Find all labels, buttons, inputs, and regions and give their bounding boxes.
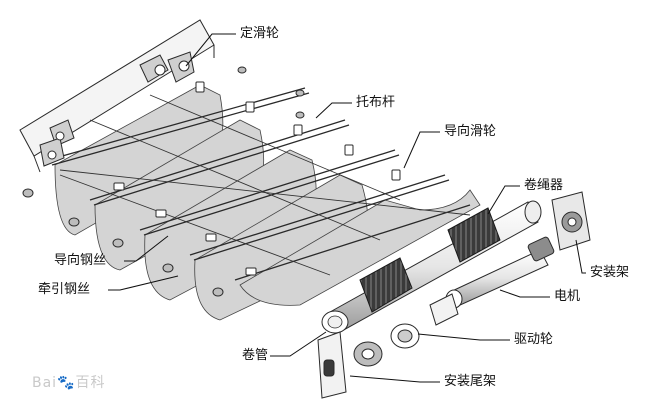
rope-winders	[359, 207, 501, 313]
label-guide-wire: 导向钢丝	[54, 253, 107, 268]
steel-wires	[59, 94, 471, 276]
label-mounting-bracket: 安装架	[590, 265, 630, 280]
label-traction-wire: 牵引钢丝	[38, 282, 91, 297]
end-caps	[22, 66, 305, 297]
label-tail-bracket: 安装尾架	[444, 374, 497, 389]
label-guide-pulley: 导向滑轮	[444, 124, 497, 139]
label-motor: 电机	[554, 289, 581, 304]
motor-unit	[429, 236, 555, 326]
label-fixed-pulley: 定滑轮	[240, 26, 280, 41]
leader-lines	[108, 33, 586, 383]
label-drive-wheel: 驱动轮	[514, 332, 554, 347]
watermark-brand: Bai	[32, 375, 58, 391]
mounting-bracket-part	[551, 191, 591, 251]
wall-brackets	[39, 51, 195, 167]
paw-icon: 🐾	[57, 375, 76, 391]
label-cloth-rod: 托布杆	[356, 95, 396, 110]
baidu-watermark: Bai🐾百科	[32, 372, 106, 392]
watermark-suffix: 百科	[75, 375, 106, 391]
tail-bracket-part	[317, 331, 383, 399]
label-roll-tube: 卷管	[242, 348, 269, 363]
cloth-rods	[47, 87, 471, 281]
rod-clips	[113, 81, 401, 276]
label-rope-winder: 卷绳器	[524, 178, 564, 193]
drive-wheel-part	[390, 323, 420, 349]
